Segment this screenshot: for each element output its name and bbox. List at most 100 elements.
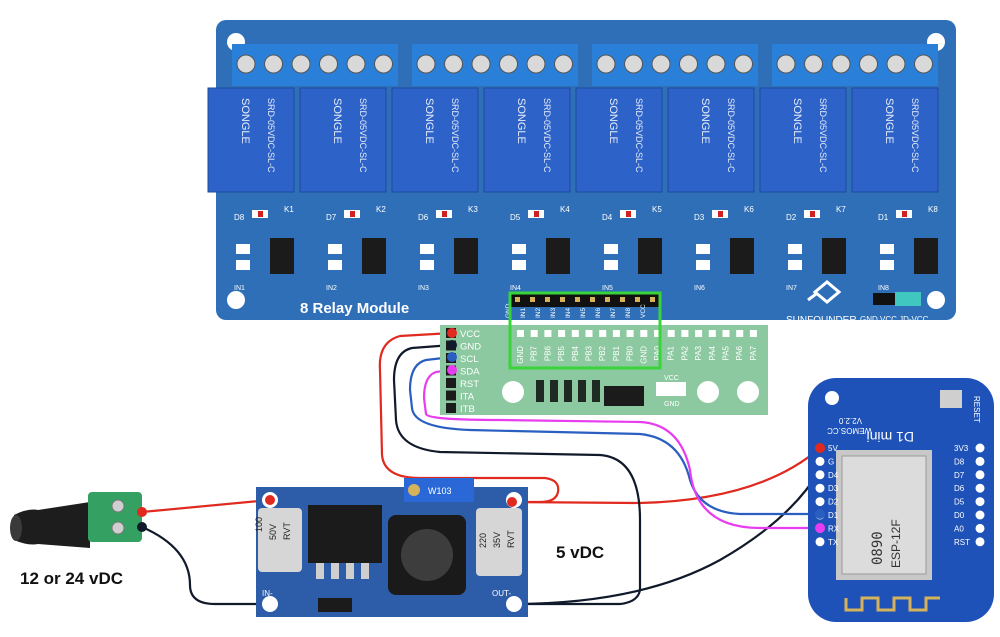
cap-left-brand: RVT (282, 522, 292, 540)
relay-k-label: K5 (652, 205, 662, 214)
d1-pin (975, 497, 985, 507)
optocoupler (362, 238, 386, 274)
wire-gnd-black (392, 343, 642, 606)
d1-right-pin-label: 3V3 (954, 444, 969, 453)
relay-part-number: SRD-05VDC-SL-C (910, 98, 920, 173)
io-top-pin-label: PB1 (612, 345, 621, 361)
d1-right-pin-label: D6 (954, 484, 965, 493)
header-pin-label: IN3 (550, 308, 557, 319)
d1-right-pin-label: D8 (954, 457, 965, 466)
dot-d1-scl (815, 509, 825, 519)
terminal-screw (236, 54, 256, 74)
header-pin (545, 297, 550, 302)
led-red (534, 211, 539, 217)
io-left-pin-label: SCL (460, 354, 478, 365)
relay-brand: SONGLE (239, 98, 251, 144)
io-top-pin (749, 330, 757, 337)
in-label: IN5 (602, 285, 613, 292)
header-pin-label: IN8 (625, 308, 632, 319)
wire-5v-red (510, 446, 822, 505)
terminal-screw (596, 54, 616, 74)
header-pin-label: IN7 (610, 308, 617, 319)
cap-right-brand: RVT (506, 530, 516, 548)
dot-scl (447, 352, 457, 362)
dc-jack (10, 492, 142, 548)
relay-brand: SONGLE (331, 98, 343, 144)
io-top-pin-label: PA0 (653, 345, 662, 360)
header-pin-label: IN4 (565, 308, 572, 319)
io-left-pin-label: ITA (460, 392, 475, 403)
led-label: D2 (786, 213, 797, 222)
regulator-ic (308, 505, 382, 563)
relay (483, 87, 571, 193)
header-pin (620, 297, 625, 302)
relay (207, 87, 295, 193)
relay-part-number: SRD-05VDC-SL-C (818, 98, 828, 173)
resistor (604, 244, 618, 254)
header-pin (605, 297, 610, 302)
esp-module-id: 0890 (870, 531, 886, 565)
led-red (718, 211, 723, 217)
relay-k-label: K7 (836, 205, 846, 214)
io-top-pin (626, 330, 634, 337)
d1-left-pin-label: TX (828, 538, 839, 547)
d1-pin (815, 537, 825, 547)
io-pin (446, 403, 456, 413)
pin-out-minus-label: OUT- (492, 589, 511, 598)
brand-label: SUNFOUNDER (786, 315, 857, 326)
relay-module: SRD-05VDC-SL-C SONGLE SRD-05VDC-SL-C SONGLE… (207, 20, 956, 326)
led-label: D7 (326, 213, 337, 222)
led-red (442, 211, 447, 217)
io-top-pin-label: PB4 (571, 345, 580, 361)
io-top-pin-label: PA3 (694, 345, 703, 360)
screw-terminals (232, 44, 938, 86)
in-label: IN6 (694, 285, 705, 292)
small-label-vcc: VCC (664, 375, 679, 382)
resistor (880, 260, 894, 270)
wires (140, 331, 822, 606)
io-top-pin (681, 330, 689, 337)
in-label: IN3 (418, 285, 429, 292)
terminal-screw (416, 54, 436, 74)
relay (299, 87, 387, 193)
resistor (880, 244, 894, 254)
wire-scl-blue (408, 355, 822, 516)
d1-pin (975, 483, 985, 493)
terminal-screw (679, 54, 698, 74)
io-top-pin (667, 330, 675, 337)
terminal-screw (444, 54, 463, 74)
d1-left-pin-label: RX (828, 524, 840, 533)
io-top-pin (640, 330, 648, 337)
dot-gnd (447, 340, 457, 350)
terminal-screw (651, 54, 671, 74)
relay-part-number: SRD-05VDC-SL-C (726, 98, 736, 173)
relay (759, 87, 847, 193)
header-pin (650, 297, 655, 302)
relay-part-number: SRD-05VDC-SL-C (266, 98, 276, 173)
resistor-array (536, 380, 600, 402)
relay-part-number: SRD-05VDC-SL-C (358, 98, 368, 173)
header-pin (635, 297, 640, 302)
io-left-pin-label: VCC (460, 329, 480, 340)
relay-part-number: SRD-05VDC-SL-C (542, 98, 552, 173)
io-top-pin-label: GND (639, 346, 648, 364)
terminal-screw (776, 54, 796, 74)
header-pin (530, 297, 535, 302)
resistor (788, 244, 802, 254)
terminal-block (232, 44, 398, 86)
wire-g-black (510, 468, 822, 606)
led-label: D1 (878, 213, 889, 222)
d1-pin (975, 510, 985, 520)
supply-out-label: 5 vDC (556, 543, 604, 562)
reset-label: RESET (972, 396, 981, 423)
header-pin-label: IN2 (535, 308, 542, 319)
mount-hole (502, 381, 524, 403)
io-top-pin-label: PB7 (530, 345, 539, 361)
d1-left-pin-label: D1 (828, 511, 839, 520)
relay-driver-components: K1D8IN1K2D7IN2K3D6IN3K4D5IN4K5D4IN5K6D3I… (234, 205, 938, 292)
io-top-pin (736, 330, 744, 337)
jumper-cap (895, 292, 921, 306)
led-label: D4 (602, 213, 613, 222)
